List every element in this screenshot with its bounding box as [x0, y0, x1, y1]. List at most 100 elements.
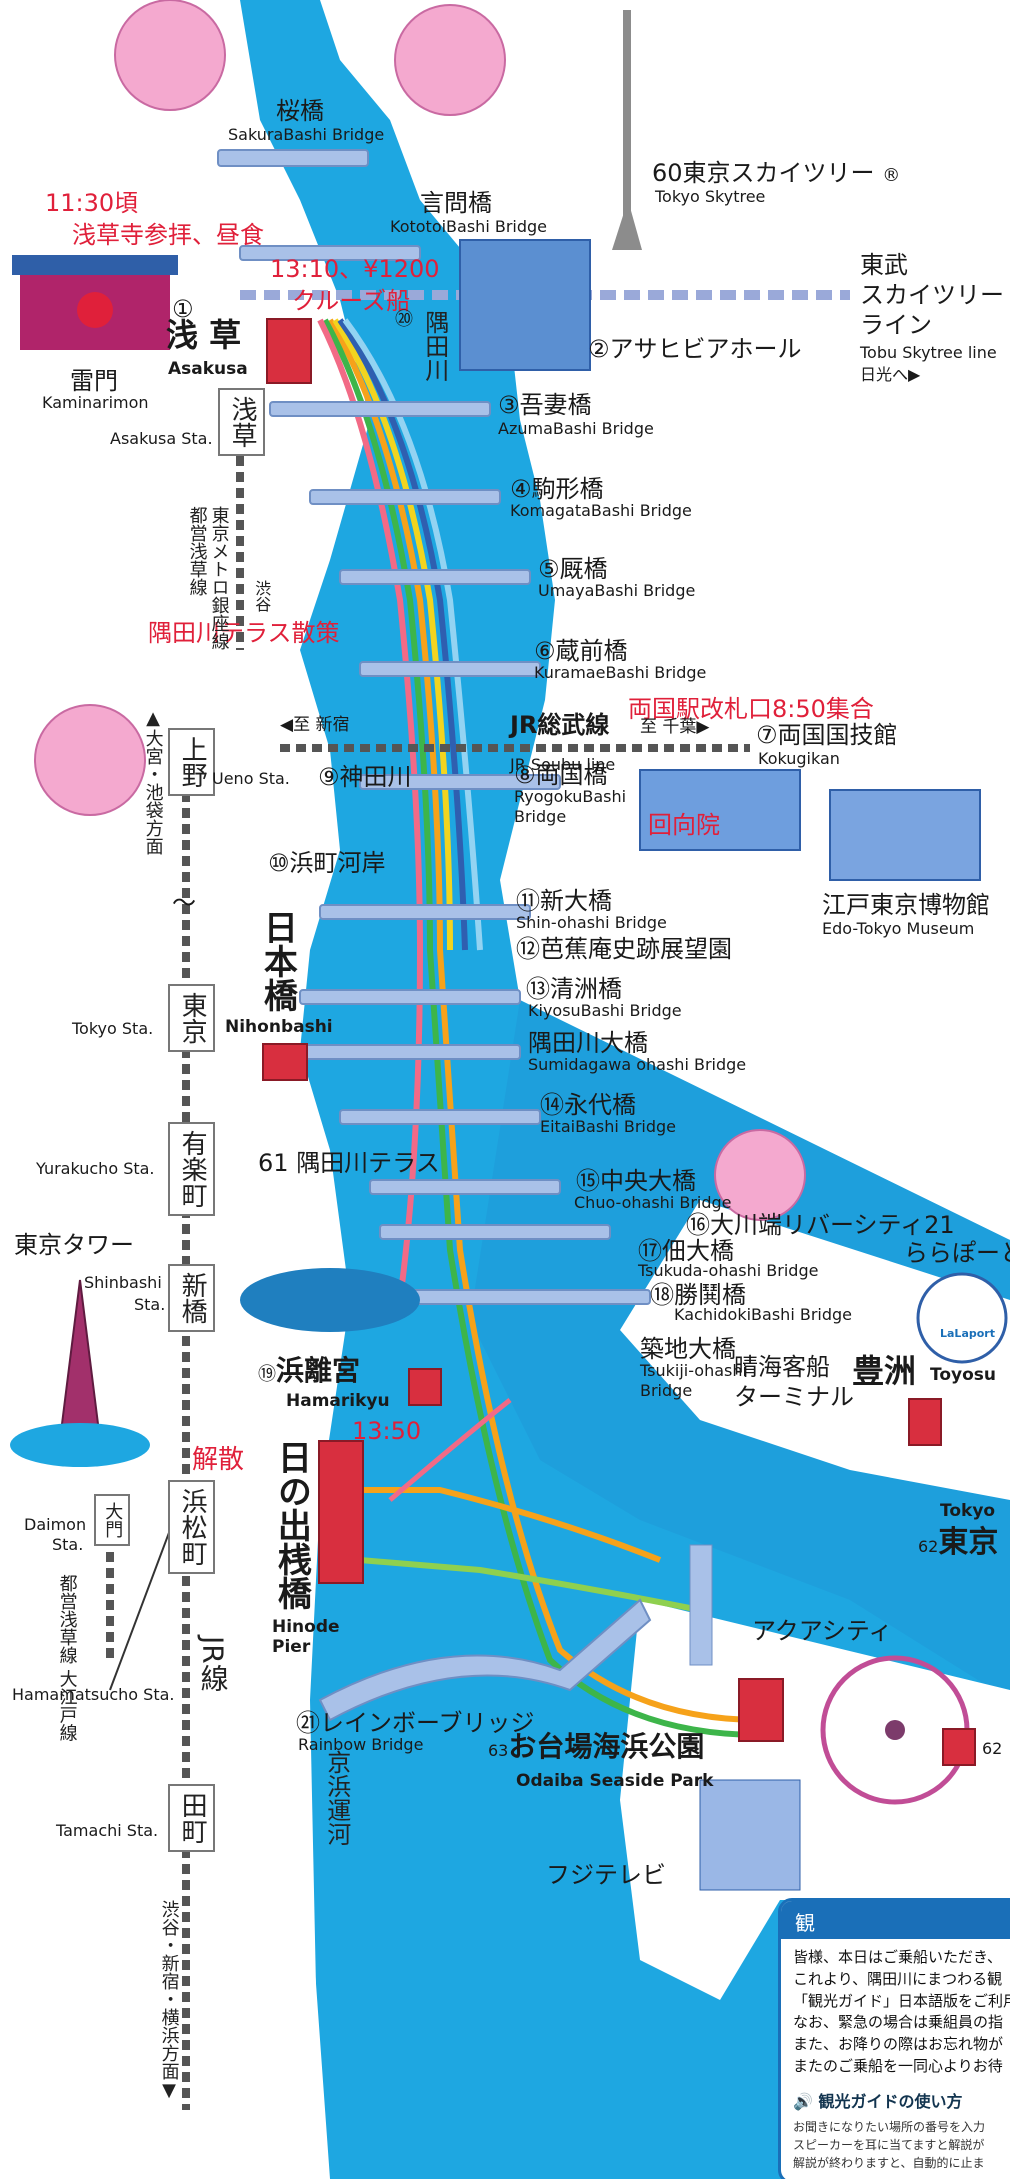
bridge-en-6: RyogokuBashi [514, 787, 627, 806]
tokyo-big-num: 62 [918, 1537, 939, 1556]
guide-small-2: スピーカーを耳に当てますと解説が [793, 2137, 985, 2152]
harumi-line2: ターミナル [734, 1383, 854, 1411]
daimon-sta-en2: Sta. [52, 1535, 84, 1554]
toyosu-jp: 豊洲 [852, 1352, 917, 1390]
guide-line-4: なお、緊急の場合は乗組員の指 [793, 2013, 1004, 2032]
hinode-pier-jp: 日の出桟橋 [271, 1440, 312, 1610]
station-tamachi: 田町 [168, 1784, 216, 1852]
shibuya-direction: 渋谷・新宿・横浜方面▼ [158, 1900, 180, 2101]
bridge-kachidoki [399, 1289, 651, 1305]
fujitv-jp: フジテレビ [546, 1861, 666, 1889]
skytree-jp: 東京スカイツリー [682, 159, 875, 187]
hinode-pier-en2: Pier [272, 1637, 311, 1657]
annotation-ryogoku-meet: 両国駅改札口8:50集合 [628, 695, 874, 723]
tobu-line2: スカイツリー [860, 281, 1004, 309]
hamarikyu-garden [240, 1268, 420, 1332]
sumidagawa-label: 隅田川 [420, 310, 449, 382]
asakusa-pier-jp: 浅 草 [166, 316, 242, 354]
bridge-en-0: SakuraBashi Bridge [228, 125, 385, 144]
odaiba-num: 63 [488, 1741, 509, 1760]
jr-sobu-en: JR Soubu line [510, 755, 616, 774]
bridge-en-5: KuramaeBashi Bridge [534, 663, 707, 682]
asakusa-sta-en: Asakusa Sta. [110, 429, 213, 448]
lalaport-jp: ららぽーと [904, 1239, 1010, 1267]
bridge-kuramae [359, 661, 541, 677]
odaiba-en: Odaiba Seaside Park [516, 1771, 714, 1791]
bridge-en-4: UmayaBashi Bridge [538, 581, 696, 600]
skytree-num: 60 [652, 159, 683, 187]
nihonbashi-pier-en: Nihonbashi [225, 1017, 333, 1037]
bridge-label-14: ⑮中央大橋 [576, 1167, 696, 1195]
harumi-line1: 晴海客船 [734, 1353, 830, 1381]
bridge-label-15: ⑯大川端リバーシティ21 [686, 1211, 955, 1239]
nihonbashi-pier-jp: 日本橋 [257, 910, 298, 1012]
kaminarimon-gate [12, 255, 178, 350]
bridge-en-3: KomagataBashi Bridge [510, 501, 692, 520]
bridge-en-1: KototoiBashi Bridge [390, 217, 547, 236]
annotation-visit-time: 11:30頃 [45, 189, 139, 217]
bridge-shin-ohashi [319, 904, 531, 920]
odaiba-label: 63お台場海浜公園 [488, 1731, 704, 1763]
guide-howto-text: 観光ガイドの使い方 [818, 2091, 963, 2111]
hamarikyu-jp: 浜離宮 [276, 1354, 361, 1387]
hinode-route-green [359, 1557, 701, 1613]
bridge-en2-6: Bridge [514, 807, 567, 826]
pier-odaiba [738, 1678, 784, 1742]
toei-asakusa-line: 都営浅草線 [186, 506, 208, 596]
kaminarimon-jp: 雷門 [70, 367, 118, 395]
asakusa-pier-en: Asakusa [168, 359, 248, 379]
hamarikyu-num: ⑲ [258, 1364, 276, 1385]
bridge-en-19: Rainbow Bridge [298, 1735, 424, 1754]
shinbashi-sta-en2: Sta. [134, 1295, 166, 1314]
bridge-en2-18: Bridge [640, 1381, 693, 1400]
bridge-label-9: ⑪新大橋 [516, 887, 612, 915]
tamachi-sta-en: Tamachi Sta. [56, 1821, 159, 1840]
tokyo-sta-en: Tokyo Sta. [72, 1019, 154, 1038]
annotation-cruise-label: クルーズ船 [292, 287, 411, 315]
tokyo-tower-jp: 東京タワー [14, 1231, 134, 1259]
jr-line-label: JR線 [196, 1636, 230, 1692]
bridge-label-19: ㉑レインボーブリッジ [296, 1709, 535, 1737]
bridge-ryogoku [359, 774, 561, 790]
tobu-en: Tobu Skytree line [860, 343, 997, 362]
bridge-label-11: ⑬清洲橋 [526, 975, 622, 1003]
jr-sobu-jp: JR総武線 [510, 711, 610, 739]
pier-nihonbashi [262, 1043, 308, 1081]
bridge-sumidagawa [299, 1044, 521, 1060]
asahi-label: ②アサヒビアホール [588, 336, 802, 362]
cherry-blossoms [34, 0, 806, 1221]
bridge-en-13: EitaiBashi Bridge [540, 1117, 677, 1136]
tokyo-big-en: Tokyo [940, 1501, 996, 1521]
bridge-azuma [269, 401, 491, 417]
fujitv-building [699, 1779, 801, 1891]
to-chiba: 至 千葉▶ [640, 717, 710, 737]
toei-oedo-label: 都営浅草線 大江戸線 [56, 1574, 78, 1742]
bridge-en-17: KachidokiBashi Bridge [674, 1305, 852, 1324]
bridge-label-7: ⑨神田川 [318, 763, 412, 791]
asahi-jp: アサヒビアホール [609, 335, 802, 363]
guide-panel: 観 皆様、本日はご乗船いただき、 これより、隅田川にまつわる観 「観光ガイド」日… [778, 1898, 1010, 2179]
cruise-route-green [322, 318, 761, 1738]
station-tokyo: 東京 [168, 984, 216, 1052]
bridge-label-6: ⑧両国橋 [514, 761, 608, 789]
annotation-arrival-time: 13:50 [352, 1417, 422, 1445]
station-yurakucho: 有楽町 [168, 1122, 216, 1216]
cruise-route-orange [327, 318, 761, 1723]
guide-small-3: 解説が終わりますと、自動的に止ま [793, 2155, 985, 2170]
tobu-line1: 東武 [860, 251, 908, 279]
guide-line-3: 「観光ガイド」日本語版をご利用 [793, 1991, 1010, 2010]
guide-line-2: これより、隅田川にまつわる観 [793, 1969, 1003, 1988]
pier-ferris [942, 1728, 976, 1766]
guide-header: 観 [781, 1901, 1010, 1939]
tokyo-tower-illustration [58, 1279, 102, 1441]
cruise-route-pink [317, 318, 424, 1301]
bridge-label-12: 隅田川大橋 [528, 1029, 648, 1057]
bridge-rainbow [318, 1598, 652, 1722]
station-shinbashi: 新橋 [168, 1264, 216, 1332]
bridge-shapes [217, 149, 652, 1722]
station-asakusa: 浅草 [218, 388, 266, 456]
lalaport-logo [916, 1272, 1008, 1364]
hinode-route-gold [360, 1487, 662, 1563]
bridge-umaya [339, 569, 531, 585]
